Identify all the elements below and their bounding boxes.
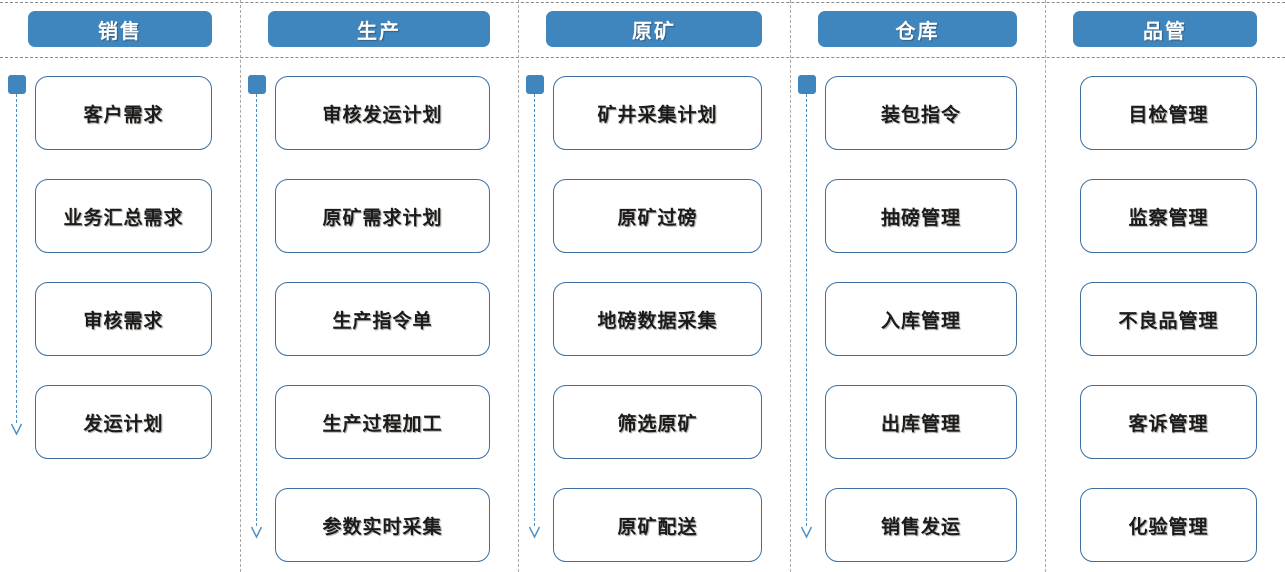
process-card[interactable]: 入库管理: [825, 282, 1017, 356]
flow-start-marker-icon: [8, 75, 26, 94]
column-separator-1: [240, 0, 241, 572]
card-list-quality: 目检管理监察管理不良品管理客诉管理化验管理: [1080, 76, 1257, 572]
process-card-label: 生产过程加工: [322, 413, 443, 435]
column-header-warehouse[interactable]: 仓库: [818, 11, 1017, 47]
process-card-label: 地磅数据采集: [597, 310, 718, 332]
process-card[interactable]: 筛选原矿: [553, 385, 762, 459]
process-card[interactable]: 目检管理: [1080, 76, 1257, 150]
flow-arrowhead-icon: [528, 526, 541, 539]
card-list-raw-ore: 矿井采集计划原矿过磅地磅数据采集筛选原矿原矿配送: [553, 76, 762, 572]
process-card-label: 审核需求: [83, 310, 164, 332]
process-card[interactable]: 原矿需求计划: [275, 179, 490, 253]
process-card-label: 客户需求: [83, 104, 164, 126]
process-card-label: 目检管理: [1128, 104, 1209, 126]
process-card-label: 销售发运: [880, 516, 961, 538]
process-card[interactable]: 审核发运计划: [275, 76, 490, 150]
flow-start-marker-icon: [248, 75, 266, 94]
process-card-label: 客诉管理: [1128, 413, 1209, 435]
card-list-warehouse: 装包指令抽磅管理入库管理出库管理销售发运: [825, 76, 1017, 572]
process-card-label: 监察管理: [1128, 207, 1209, 229]
process-card-label: 装包指令: [880, 104, 961, 126]
process-card[interactable]: 客诉管理: [1080, 385, 1257, 459]
process-card-label: 入库管理: [880, 310, 961, 332]
top-divider-line: [0, 2, 1285, 3]
flow-dashed-line: [534, 94, 535, 526]
process-card[interactable]: 矿井采集计划: [553, 76, 762, 150]
column-header-sales[interactable]: 销售: [28, 11, 212, 47]
process-card[interactable]: 地磅数据采集: [553, 282, 762, 356]
process-card[interactable]: 生产指令单: [275, 282, 490, 356]
process-card-label: 原矿过磅: [617, 207, 698, 229]
process-card[interactable]: 原矿过磅: [553, 179, 762, 253]
column-sales: 销售客户需求业务汇总需求审核需求发运计划: [0, 0, 240, 572]
process-card-label: 原矿需求计划: [322, 207, 443, 229]
process-card[interactable]: 不良品管理: [1080, 282, 1257, 356]
column-header-quality[interactable]: 品管: [1073, 11, 1257, 47]
column-header-production[interactable]: 生产: [268, 11, 490, 47]
process-card-label: 原矿配送: [617, 516, 698, 538]
process-card[interactable]: 客户需求: [35, 76, 212, 150]
column-separator-4: [1045, 0, 1046, 572]
flow-arrowhead-icon: [250, 526, 263, 539]
flow-start-marker-icon: [526, 75, 544, 94]
column-warehouse: 仓库装包指令抽磅管理入库管理出库管理销售发运: [790, 0, 1045, 572]
process-card-label: 发运计划: [83, 413, 164, 435]
header-divider-line: [0, 57, 1285, 58]
process-card-label: 生产指令单: [332, 310, 433, 332]
flow-arrowhead-icon: [10, 423, 23, 436]
column-production: 生产审核发运计划原矿需求计划生产指令单生产过程加工参数实时采集: [240, 0, 518, 572]
flow-arrowhead-icon: [800, 526, 813, 539]
process-card[interactable]: 生产过程加工: [275, 385, 490, 459]
process-card-label: 化验管理: [1128, 516, 1209, 538]
process-card-label: 矿井采集计划: [597, 104, 718, 126]
process-card-label: 参数实时采集: [322, 516, 443, 538]
process-card-label: 出库管理: [880, 413, 961, 435]
process-card[interactable]: 业务汇总需求: [35, 179, 212, 253]
process-card[interactable]: 参数实时采集: [275, 488, 490, 562]
column-header-raw-ore[interactable]: 原矿: [546, 11, 762, 47]
process-card[interactable]: 抽磅管理: [825, 179, 1017, 253]
process-card[interactable]: 化验管理: [1080, 488, 1257, 562]
flow-start-marker-icon: [798, 75, 816, 94]
card-list-production: 审核发运计划原矿需求计划生产指令单生产过程加工参数实时采集: [275, 76, 490, 572]
process-card-label: 业务汇总需求: [63, 207, 184, 229]
process-card[interactable]: 审核需求: [35, 282, 212, 356]
flow-dashed-line: [806, 94, 807, 526]
column-raw-ore: 原矿矿井采集计划原矿过磅地磅数据采集筛选原矿原矿配送: [518, 0, 790, 572]
flow-dashed-line: [16, 94, 17, 423]
process-card[interactable]: 装包指令: [825, 76, 1017, 150]
process-card[interactable]: 监察管理: [1080, 179, 1257, 253]
process-card-label: 筛选原矿: [617, 413, 698, 435]
process-card[interactable]: 原矿配送: [553, 488, 762, 562]
flow-dashed-line: [256, 94, 257, 526]
column-quality: 品管目检管理监察管理不良品管理客诉管理化验管理: [1045, 0, 1285, 572]
card-list-sales: 客户需求业务汇总需求审核需求发运计划: [35, 76, 212, 488]
process-card-label: 抽磅管理: [880, 207, 961, 229]
process-card[interactable]: 发运计划: [35, 385, 212, 459]
process-card-label: 审核发运计划: [322, 104, 443, 126]
process-card[interactable]: 出库管理: [825, 385, 1017, 459]
column-separator-3: [790, 0, 791, 572]
process-card-label: 不良品管理: [1118, 310, 1219, 332]
column-separator-2: [518, 0, 519, 572]
process-card[interactable]: 销售发运: [825, 488, 1017, 562]
